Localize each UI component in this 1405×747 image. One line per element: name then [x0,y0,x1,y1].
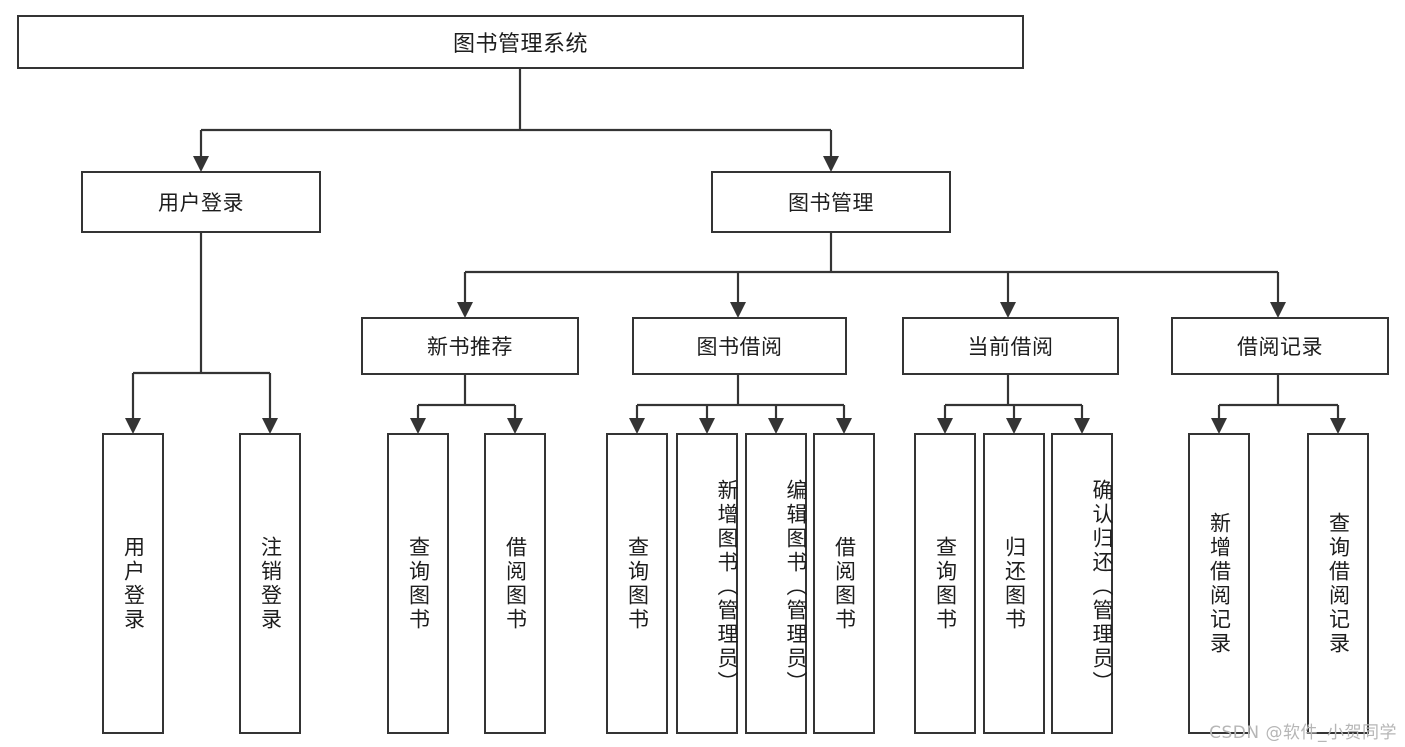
node-box-leaf-user-login[interactable] [102,433,164,734]
node-box-new-book-recommend[interactable] [361,317,579,375]
node-box-leaf-logout[interactable] [239,433,301,734]
arrow-head-leaf-return-book [1006,418,1022,434]
node-box-leaf-confirm-return[interactable] [1051,433,1113,734]
arrow-head-current-borrow [1000,302,1016,318]
node-box-leaf-borrow-book-1[interactable] [484,433,546,734]
arrow-head-leaf-borrow-book-1 [507,418,523,434]
node-box-leaf-query-book-2[interactable] [606,433,668,734]
node-box-book-management[interactable] [711,171,951,233]
node-box-borrow-record[interactable] [1171,317,1389,375]
arrow-head-leaf-query-record [1330,418,1346,434]
arrow-head-leaf-user-login [125,418,141,434]
arrow-head-leaf-logout [262,418,278,434]
node-box-leaf-edit-book[interactable] [745,433,807,734]
node-box-leaf-query-book-1[interactable] [387,433,449,734]
node-box-leaf-borrow-book-2[interactable] [813,433,875,734]
node-box-user-login[interactable] [81,171,321,233]
node-box-leaf-add-record[interactable] [1188,433,1250,734]
arrow-head-leaf-add-record [1211,418,1227,434]
arrow-head-leaf-query-book-3 [937,418,953,434]
node-box-leaf-query-book-3[interactable] [914,433,976,734]
node-box-current-borrow[interactable] [902,317,1119,375]
arrow-head-borrow-record [1270,302,1286,318]
arrow-head-leaf-query-book-2 [629,418,645,434]
csdn-watermark: CSDN @软件_小贺同学 [1209,723,1397,743]
node-box-leaf-query-record[interactable] [1307,433,1369,734]
arrow-head-book-management [823,156,839,172]
arrow-head-leaf-borrow-book-2 [836,418,852,434]
arrow-head-leaf-confirm-return [1074,418,1090,434]
arrow-head-leaf-add-book [699,418,715,434]
node-box-root[interactable] [17,15,1024,69]
arrow-head-book-borrow [730,302,746,318]
node-box-leaf-return-book[interactable] [983,433,1045,734]
arrow-head-leaf-edit-book [768,418,784,434]
arrow-head-user-login [193,156,209,172]
node-box-book-borrow[interactable] [632,317,847,375]
arrow-head-leaf-query-book-1 [410,418,426,434]
arrow-head-new-book-recommend [457,302,473,318]
node-box-leaf-add-book[interactable] [676,433,738,734]
